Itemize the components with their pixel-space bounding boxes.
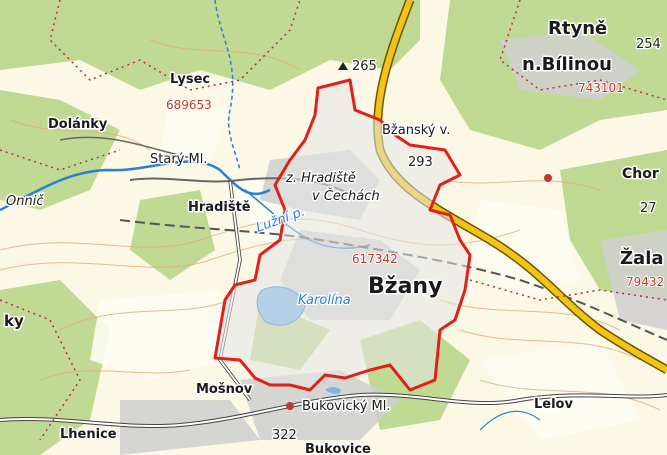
elevation-254: 254	[636, 37, 661, 52]
elevation-293: 293	[408, 155, 433, 170]
label-lysec: Lysec	[170, 72, 210, 87]
label-karolina: Karolína	[298, 293, 351, 308]
elevation-265: 265	[352, 59, 377, 74]
map-labels: Rtyně n.Bílinou 743101 254 Lysec 689653 …	[3, 17, 666, 455]
elevation-322: 322	[272, 428, 297, 443]
label-ky: ky	[4, 312, 24, 330]
label-zalany: Žala	[620, 247, 664, 269]
code-617342: 617342	[352, 252, 398, 266]
bzany-boundary	[213, 78, 472, 392]
label-bzany: Bžany	[368, 274, 442, 299]
label-lelov: Lelov	[534, 397, 573, 412]
label-hradiste: Hradiště	[188, 200, 251, 215]
elevation-markers	[286, 62, 552, 410]
label-bukovicky-mlyn: Bukovický Ml.	[302, 399, 390, 414]
label-bzansky-vrch: Bžanský v.	[382, 123, 450, 138]
roads	[0, 136, 667, 429]
label-bukovice: Bukovice	[305, 442, 371, 455]
label-lhenice: Lhenice	[60, 427, 117, 442]
label-stary-mlyn: Starý Ml.	[150, 152, 207, 167]
stream-north	[214, 0, 241, 171]
river-bilina	[0, 160, 271, 212]
elevation-27: 27	[640, 201, 657, 216]
code-743101: 743101	[578, 81, 624, 95]
label-rtyne: Rtyně	[548, 18, 607, 39]
code-79432: 79432	[626, 275, 664, 289]
label-onnic: Onnič	[6, 194, 44, 209]
label-rtyne-bilinou: n.Bílinou	[522, 54, 612, 75]
label-hradiste-ruins: z. Hradiště	[285, 171, 356, 186]
label-v-cechach: v Čechách	[312, 188, 380, 204]
district-boundaries	[0, 0, 667, 441]
stream-south	[479, 410, 541, 431]
main-highway	[373, 0, 667, 374]
small-pond	[325, 387, 341, 394]
label-chor: Chor	[622, 166, 659, 182]
code-689653: 689653	[166, 98, 212, 112]
label-mosnov: Mošnov	[196, 382, 253, 397]
label-dolanky: Dolánky	[48, 117, 108, 132]
